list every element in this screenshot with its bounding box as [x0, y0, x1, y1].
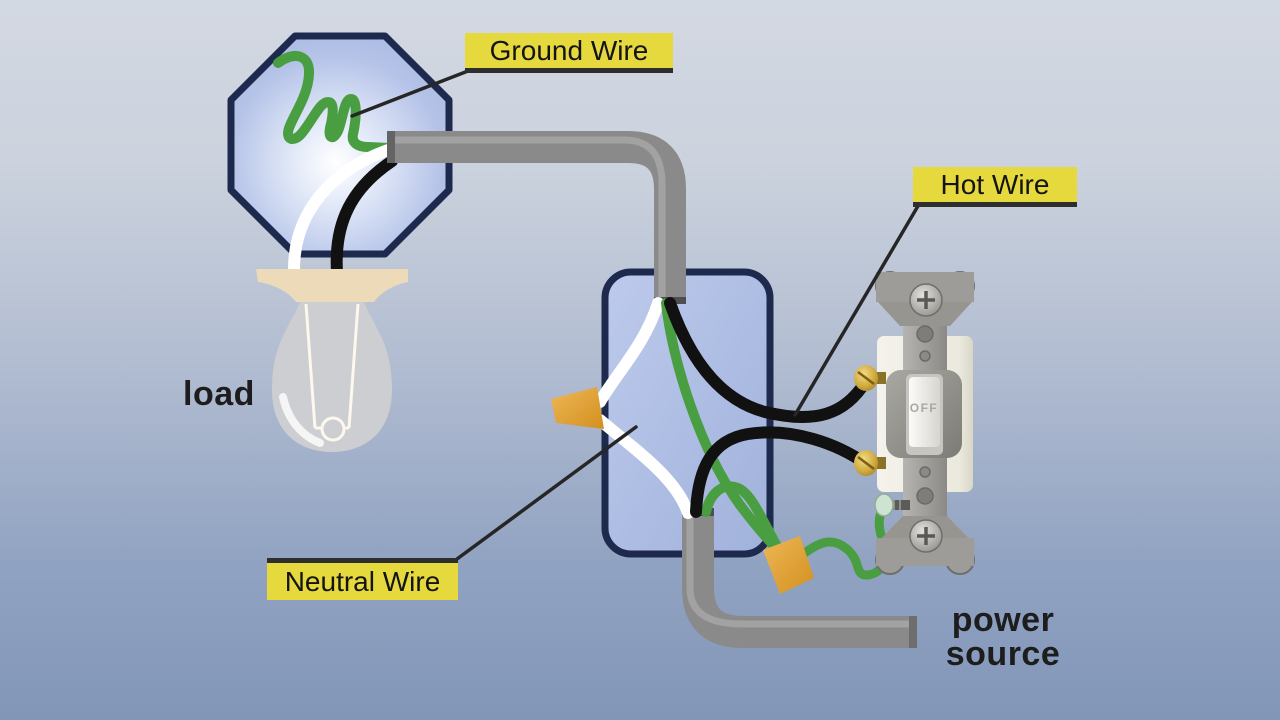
switch-toggle [909, 377, 940, 447]
switch-screw-bottom [909, 519, 943, 553]
neutral-wire-ceiling [287, 143, 397, 278]
toggle-switch: OFF [854, 271, 975, 575]
ground-wire-to-switch [785, 502, 890, 580]
hot-wire-top [664, 297, 872, 423]
switch-strap-holes [916, 325, 934, 505]
switch-bracket-top [875, 271, 975, 326]
neutral-wire-label: Neutral Wire [267, 558, 458, 600]
label-pointer-neutral [455, 425, 638, 561]
hot-wire-ceiling [330, 155, 398, 278]
label-pointer-ground [350, 69, 470, 118]
bulb-glass [272, 302, 392, 452]
wire-nut-neutral [551, 387, 604, 429]
neutral-wire-top [594, 297, 664, 408]
brass-terminal-screw-top [854, 365, 886, 391]
power-source-line1: power [951, 601, 1055, 639]
hot-wire-bottom [690, 426, 872, 518]
neutral-wire-bottom [594, 414, 694, 519]
switch-bracket-bottom [875, 516, 975, 575]
ground-terminal-screw [874, 493, 910, 517]
bulb-highlight [279, 393, 324, 447]
power-source-label: power source [928, 603, 1078, 671]
ground-wire-label: Ground Wire [465, 33, 673, 73]
label-pointer-hot [793, 204, 920, 417]
bulb-filament [304, 303, 360, 442]
hot-wire-label: Hot Wire [913, 167, 1077, 207]
lamp-socket [256, 269, 408, 302]
light-bulb [256, 269, 408, 452]
ceiling-box [227, 32, 453, 258]
ground-wire-top [661, 298, 785, 557]
power-source-line2: source [945, 635, 1061, 673]
brass-terminal-screw-bottom [854, 450, 886, 476]
ground-wire-bottom [701, 481, 783, 553]
switch-screw-top [909, 283, 943, 317]
load-label: load [183, 375, 255, 413]
switch-toggle-state: OFF [910, 401, 939, 415]
wire-nut-ground [763, 536, 814, 594]
